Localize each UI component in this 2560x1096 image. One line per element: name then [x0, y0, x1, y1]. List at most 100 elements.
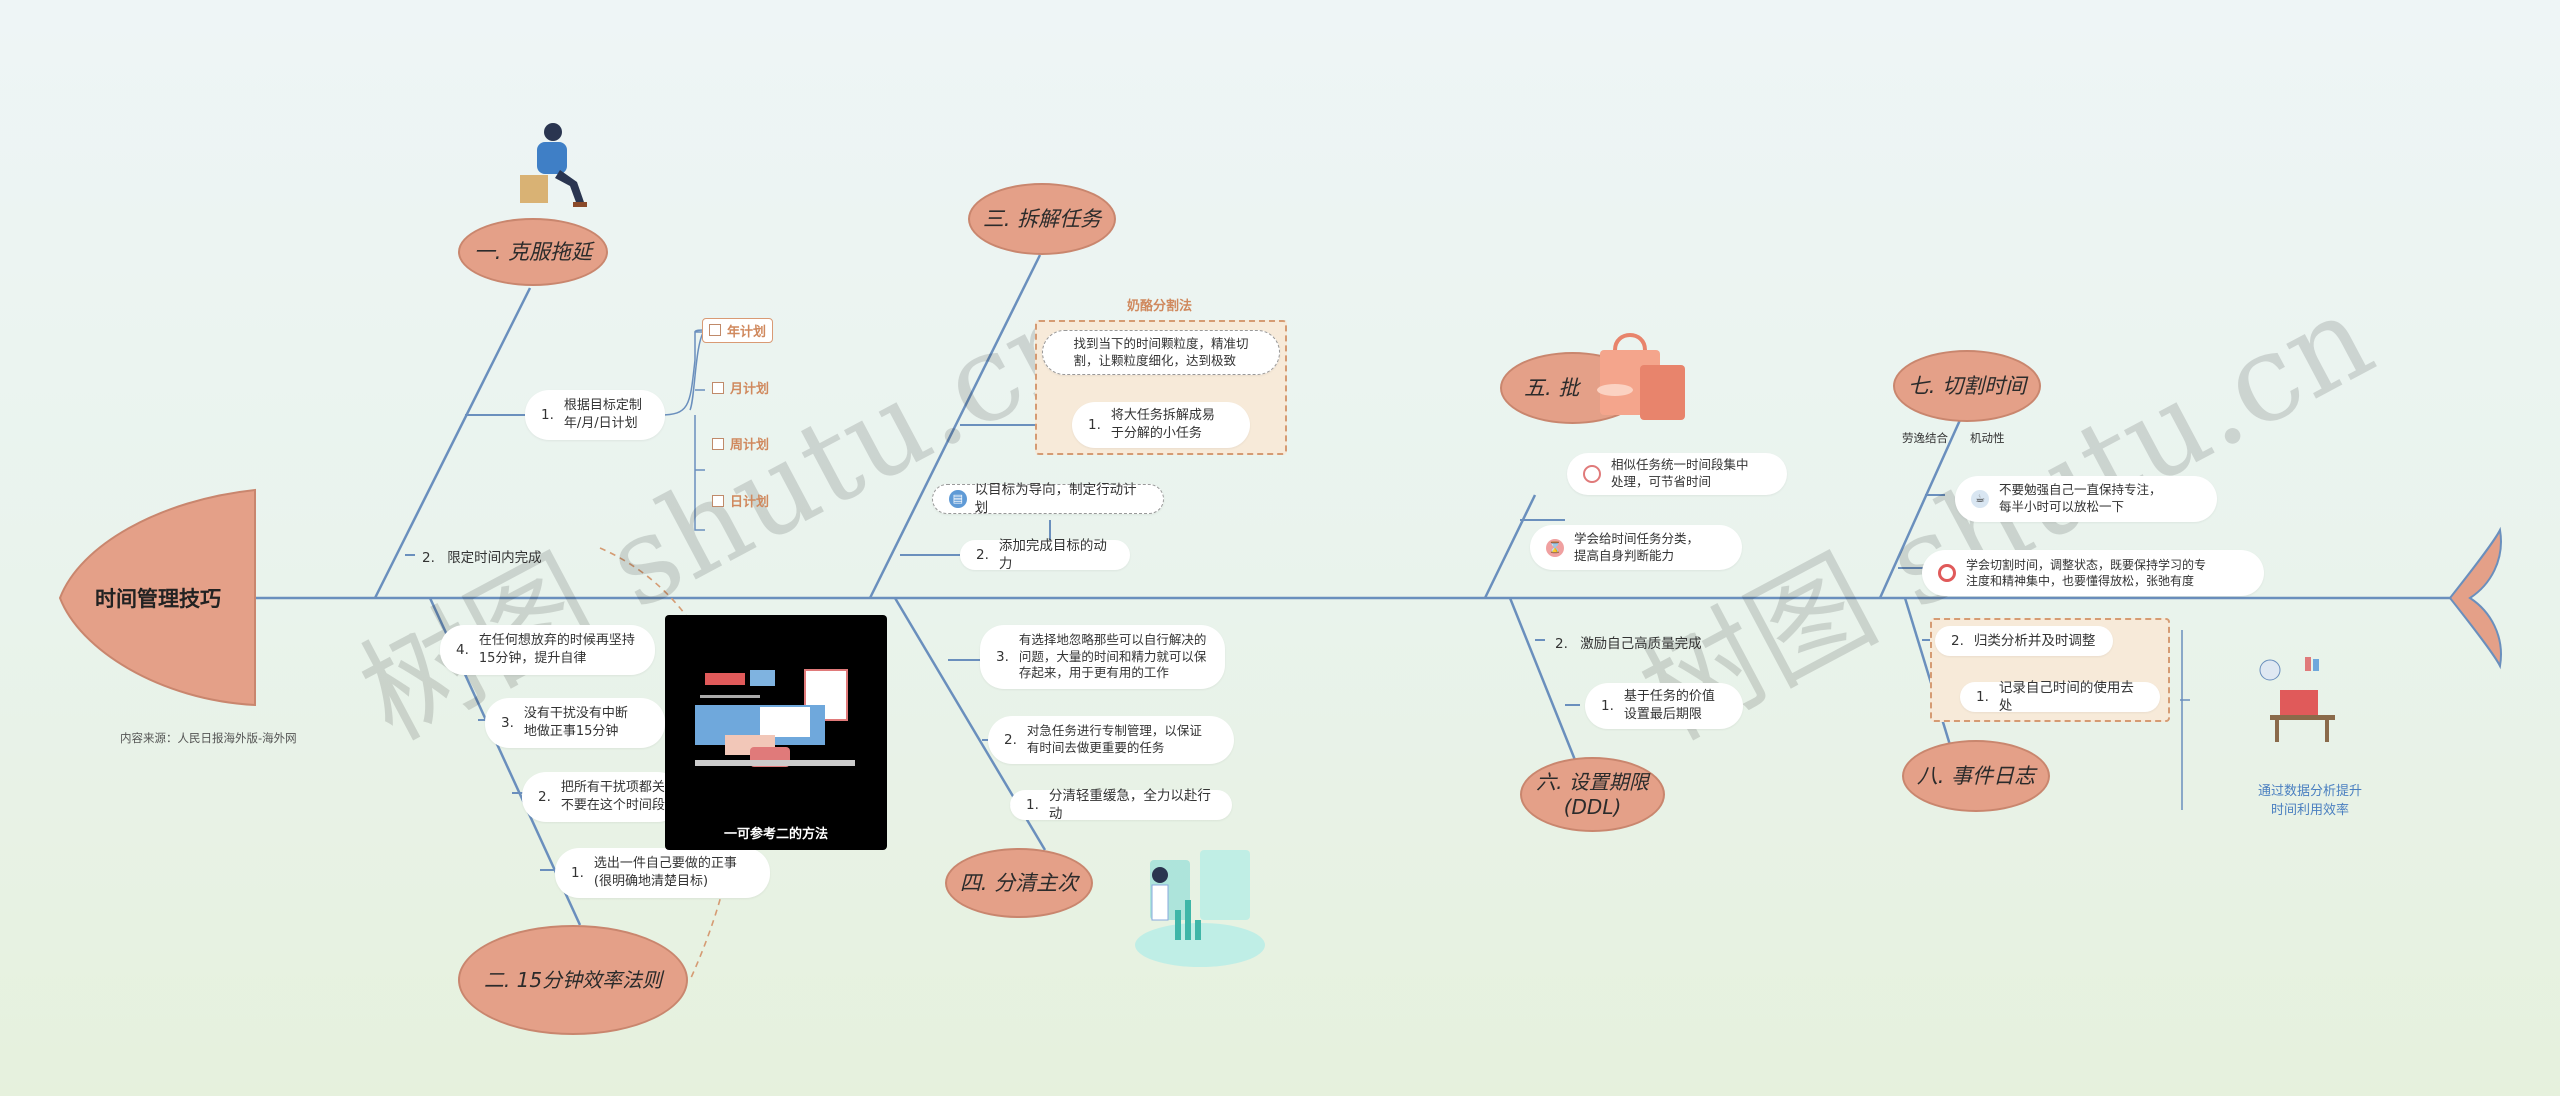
branch-4-title[interactable]: 四. 分清主次 — [945, 848, 1093, 918]
plan-week[interactable]: 周计划 — [712, 434, 769, 453]
b3-goal-note[interactable]: ▤ 以目标为导向，制定行动计划 — [932, 481, 1164, 516]
b6-item-2[interactable]: 2. 激励自己高质量完成 — [1555, 632, 1702, 652]
item-text: 添加完成目标的动力 — [998, 537, 1107, 572]
b1-item-plan[interactable]: 1. 根据目标定制 年/月/日计划 — [525, 390, 665, 440]
item-text: 找到当下的时间颗粒度，精准切 割，让颗粒度细化，达到极致 — [1073, 335, 1249, 368]
item-text: 记录自己时间的使用去处 — [1998, 679, 2134, 714]
checkbox-icon — [712, 437, 724, 450]
item-number: 2. — [1951, 632, 1964, 649]
b8-item-1[interactable]: 1. 记录自己时间的使用去处 — [1960, 679, 2160, 714]
desk-illustration-icon — [695, 669, 855, 767]
method-title: 奶酪分割法 — [1127, 299, 1193, 314]
plan-year[interactable]: 年计划 — [702, 318, 774, 343]
item-text: 选出一件自己要做的正事 (很明确地清楚目标) — [593, 856, 737, 889]
item-number: 1. — [1976, 688, 1989, 705]
b3-top-note[interactable]: 找到当下的时间颗粒度，精准切 割，让颗粒度细化，达到极致 — [1042, 330, 1280, 375]
shopping-illustration — [1585, 320, 1695, 425]
b7-item-1[interactable]: ☕ 不要勉强自己一直保持专注， 每半小时可以放松一下 — [1955, 476, 2217, 522]
item-number: 2. — [1004, 731, 1017, 748]
branch-2-title[interactable]: 二. 15分钟效率法则 — [458, 925, 688, 1035]
item-number: 3. — [501, 714, 514, 731]
item-text: 以目标为导向，制定行动计划 — [974, 481, 1137, 516]
b3-item-2[interactable]: 2. 添加完成目标的动力 — [960, 537, 1130, 572]
b2-item-2[interactable]: 2. 把所有干扰项都关 不要在这个时间段 — [522, 772, 682, 822]
item-number: 1. — [541, 406, 554, 423]
office-illustration — [2250, 655, 2345, 745]
item-number: 2. — [1555, 636, 1568, 652]
source-note: 内容来源：人民日报海外版-海外网 — [120, 731, 297, 745]
item-number: 3. — [996, 648, 1009, 665]
analytics-illustration — [1120, 835, 1280, 975]
clock-icon — [1583, 465, 1601, 483]
item-number: 1. — [1026, 796, 1039, 813]
label-flexibility: 机动性 — [1970, 431, 2005, 445]
plan-day[interactable]: 日计划 — [712, 491, 769, 510]
item-text: 相似任务统一时间段集中 处理，可节省时间 — [1611, 457, 1749, 489]
branch-7-title[interactable]: 七. 切割时间 — [1893, 350, 2041, 422]
b5-item-1[interactable]: 相似任务统一时间段集中 处理，可节省时间 — [1567, 453, 1787, 495]
b3-item-1[interactable]: 1. 将大任务拆解成易 于分解的小任务 — [1072, 402, 1250, 448]
item-number: 2. — [538, 788, 551, 805]
bone-7 — [1878, 419, 1962, 599]
method-panel[interactable]: 一可参考二的方法 — [665, 615, 887, 850]
branch-8-title[interactable]: 八. 事件日志 — [1902, 740, 2050, 812]
item-text: 学会切割时间，调整状态，既要保持学习的专 注度和精神集中，也要懂得放松，张弛有度 — [1966, 557, 2207, 588]
item-number: 1. — [1601, 697, 1614, 714]
checkbox-icon — [712, 494, 724, 507]
item-text: 归类分析并及时调整 — [1973, 632, 2096, 649]
item-text: 根据目标定制 年/月/日计划 — [563, 398, 642, 431]
item-text: 对急任务进行专制管理，以保证 有时间去做更重要的任务 — [1026, 723, 1202, 755]
b4-item-2[interactable]: 2. 对急任务进行专制管理，以保证 有时间去做更重要的任务 — [988, 716, 1234, 764]
plan-month[interactable]: 月计划 — [712, 378, 769, 397]
item-text: 把所有干扰项都关 不要在这个时间段 — [560, 780, 665, 813]
branch-1-title[interactable]: 一. 克服拖延 — [458, 218, 608, 286]
item-text: 将大任务拆解成易 于分解的小任务 — [1110, 408, 1215, 441]
b8-side-note: 通过数据分析提升 时间利用效率 — [2257, 784, 2362, 818]
shopping-bag-icon — [1597, 333, 1685, 420]
data-dashboard-icon — [1135, 850, 1265, 967]
tail-fin — [2448, 526, 2502, 670]
b4-item-3[interactable]: 3. 有选择地忽略那些可以自行解决的 问题，大量的时间和精力就可以保 存起来，用… — [980, 625, 1225, 689]
item-number: 2. — [976, 546, 989, 563]
b2-item-4[interactable]: 4. 在任何想放弃的时候再坚持 15分钟，提升自律 — [440, 625, 655, 675]
b8-item-2[interactable]: 2. 归类分析并及时调整 — [1935, 626, 2113, 656]
item-text: 有选择地忽略那些可以自行解决的 问题，大量的时间和精力就可以保 存起来，用于更有… — [1018, 631, 1207, 681]
bone-1 — [373, 287, 532, 599]
bone-3 — [868, 254, 1042, 599]
hourglass-icon: ⌛ — [1546, 538, 1564, 557]
item-text: 学会给时间任务分类， 提高自身判断能力 — [1574, 530, 1700, 563]
fish-head — [58, 488, 256, 707]
b1-item-deadline[interactable]: 2. 限定时间内完成 — [422, 546, 542, 566]
panel-caption: 一可参考二的方法 — [723, 827, 828, 842]
item-number: 4. — [456, 641, 469, 658]
bone-6 — [1508, 597, 1577, 761]
thinking-person-icon — [520, 123, 587, 207]
b4-item-1[interactable]: 1. 分清轻重缓急，全力以赴行动 — [1010, 787, 1232, 822]
b2-item-3[interactable]: 3. 没有干扰没有中断 地做正事15分钟 — [485, 698, 665, 748]
checkbox-icon — [709, 324, 721, 336]
bone-5 — [1483, 494, 1537, 599]
item-text: 激励自己高质量完成 — [1580, 636, 1702, 652]
target-icon — [1938, 564, 1956, 582]
coffee-icon: ☕ — [1971, 490, 1989, 508]
central-topic[interactable]: 时间管理技巧 — [95, 587, 221, 611]
checkbox-icon — [712, 381, 724, 394]
b2-item-1[interactable]: 1. 选出一件自己要做的正事 (很明确地清楚目标) — [555, 848, 770, 898]
item-text: 限定时间内完成 — [447, 550, 542, 566]
label-work-rest: 劳逸结合 — [1902, 431, 1948, 445]
branch-3-title[interactable]: 三. 拆解任务 — [968, 183, 1116, 255]
b5-item-2[interactable]: ⌛ 学会给时间任务分类， 提高自身判断能力 — [1530, 525, 1742, 570]
b6-item-1[interactable]: 1. 基于任务的价值 设置最后期限 — [1585, 683, 1743, 729]
person-illustration — [515, 120, 595, 210]
goal-icon: ▤ — [949, 490, 967, 508]
branch-6-title[interactable]: 六. 设置期限 (DDL) — [1520, 757, 1665, 832]
item-number: 1. — [1088, 416, 1101, 433]
item-text: 不要勉强自己一直保持专注， 每半小时可以放松一下 — [1999, 482, 2162, 514]
desk-computer-icon — [2259, 657, 2335, 742]
item-text: 分清轻重缓急，全力以赴行动 — [1048, 787, 1211, 822]
item-text: 在任何想放弃的时候再坚持 15分钟，提升自律 — [478, 633, 635, 666]
b7-item-2[interactable]: 学会切割时间，调整状态，既要保持学习的专 注度和精神集中，也要懂得放松，张弛有度 — [1922, 550, 2264, 596]
item-number: 1. — [571, 864, 584, 881]
